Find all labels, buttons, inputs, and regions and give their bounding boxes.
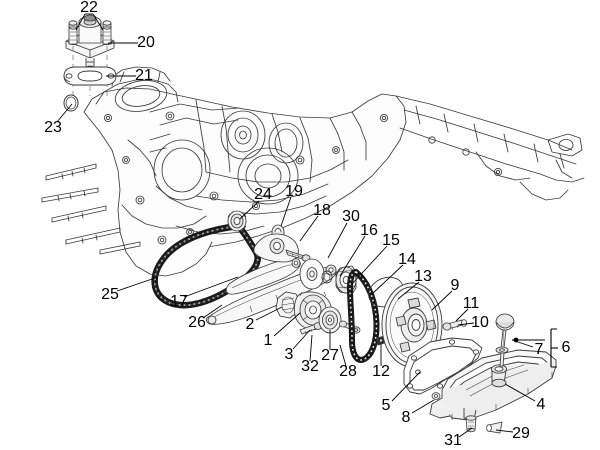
- callout-label-24: 24: [254, 186, 272, 203]
- part-11-flywheel-bolt: [442, 319, 464, 331]
- callout-label-23: 23: [44, 119, 62, 136]
- callout-label-30: 30: [342, 208, 360, 225]
- part-22-bolts: [68, 20, 112, 45]
- callout-label-9: 9: [450, 277, 460, 294]
- callout-label-20: 20: [137, 34, 155, 51]
- callout-label-16: 16: [360, 222, 378, 239]
- part-24-chain-sprocket: [227, 210, 247, 232]
- callout-leader-lines: [56, 13, 536, 438]
- callout-label-26: 26: [188, 314, 206, 331]
- part-29-sealing-washer: [486, 421, 503, 434]
- case-studs: [41, 163, 141, 255]
- callout-label-10: 10: [471, 314, 489, 331]
- callout-label-19: 19: [285, 183, 303, 200]
- callout-label-25: 25: [101, 286, 119, 303]
- part-32-pump-drive-gear: [318, 306, 342, 334]
- part-23-o-ring: [63, 94, 79, 112]
- callout-label-13: 13: [414, 268, 432, 285]
- part-31-drain-plug: [465, 415, 477, 433]
- part-14-oil-pump-chain: [347, 269, 380, 363]
- part-18-tensioner-arm: [253, 233, 311, 263]
- callout-label-3: 3: [284, 346, 294, 363]
- callout-label-28: 28: [339, 363, 357, 380]
- callout-label-29: 29: [512, 425, 530, 442]
- part-10-washer: [460, 319, 467, 327]
- part-17-chain-guide: [225, 258, 301, 295]
- callout-label-11: 11: [462, 295, 480, 312]
- part-30-washer: [299, 258, 325, 290]
- crankcase-assembly: [41, 66, 585, 277]
- callout-label-15: 15: [382, 232, 400, 249]
- callout-label-18: 18: [313, 202, 331, 219]
- part-8-pan-bolt: [431, 392, 441, 400]
- callout-label-1: 1: [263, 332, 273, 349]
- part-5-oil-pan-gasket: [403, 337, 483, 395]
- callout-label-4: 4: [536, 396, 546, 413]
- group-bracket-6: [512, 328, 558, 368]
- callout-label-6: 6: [561, 339, 571, 356]
- callout-label-14: 14: [398, 251, 416, 268]
- part-7-oil-dipstick: [495, 313, 515, 367]
- callout-label-31: 31: [444, 432, 462, 449]
- callout-label-17: 17: [170, 293, 188, 310]
- callout-label-8: 8: [401, 409, 411, 426]
- callout-label-27: 27: [321, 347, 339, 364]
- callout-label-21: 21: [135, 67, 153, 84]
- callout-label-22: 22: [80, 0, 98, 16]
- part-4-oil-pan: [429, 349, 557, 421]
- callout-label-2: 2: [245, 316, 255, 333]
- callout-label-12: 12: [372, 363, 390, 380]
- part-16-spacer-ring: [321, 270, 333, 284]
- callout-label-7: 7: [534, 341, 544, 358]
- callout-label-5: 5: [381, 397, 391, 414]
- callout-label-32: 32: [301, 358, 319, 375]
